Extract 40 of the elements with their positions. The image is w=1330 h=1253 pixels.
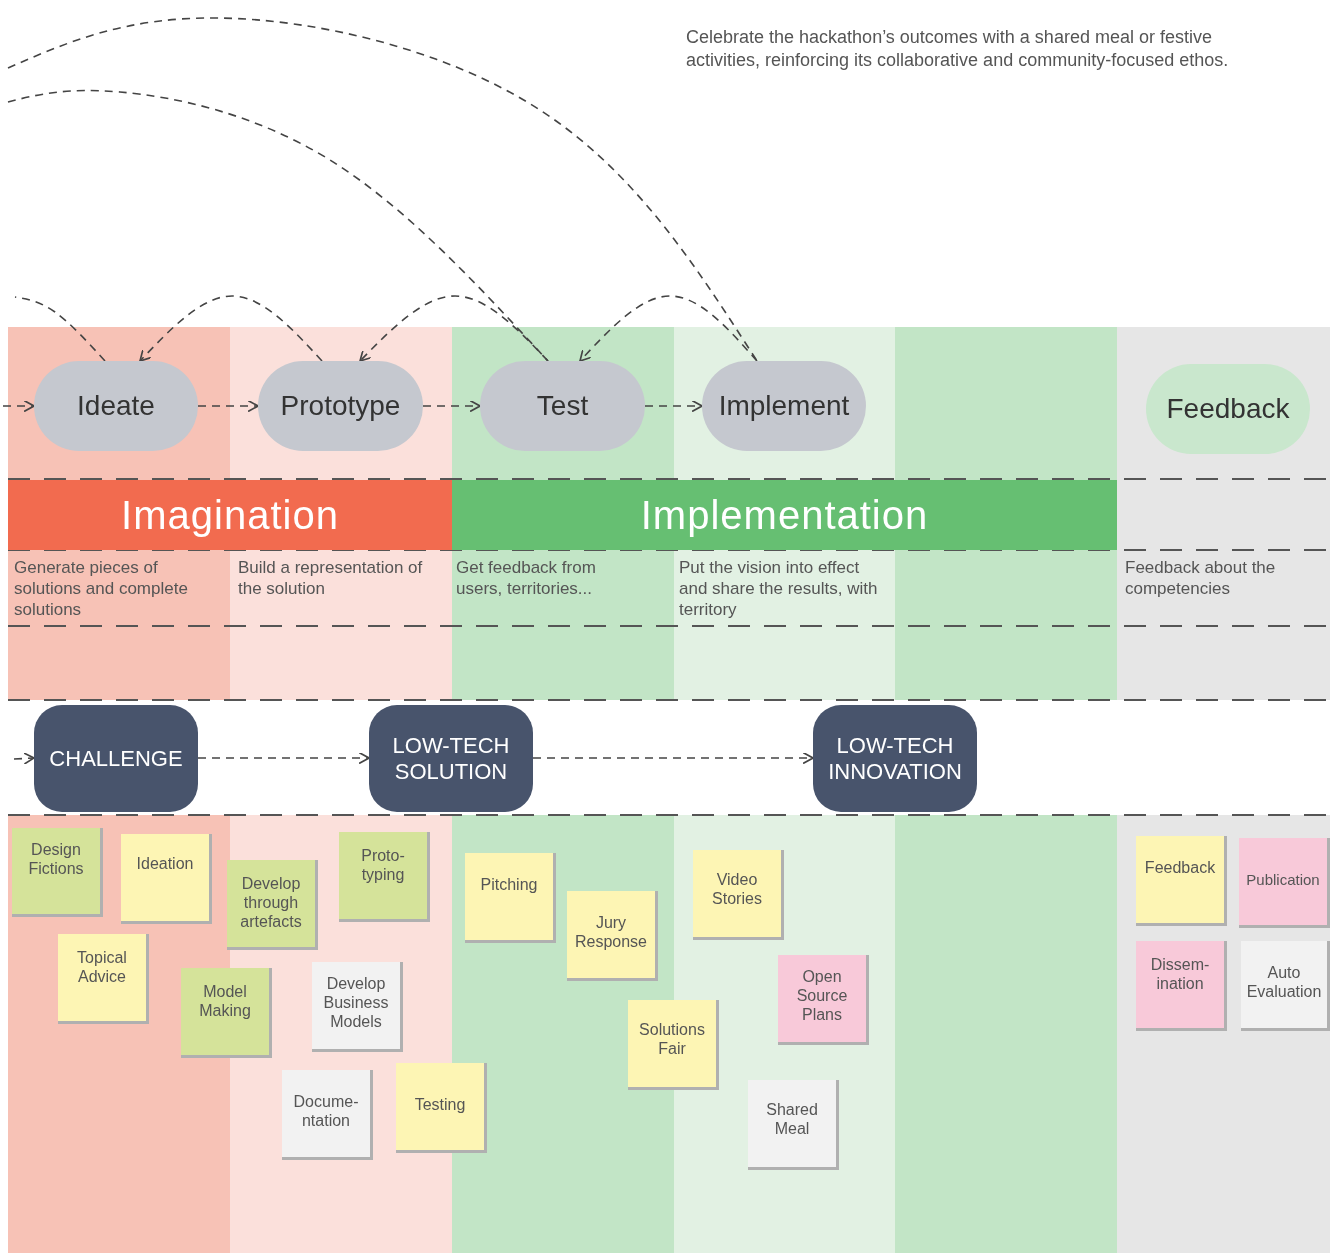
dashed-arrow — [422, 399, 481, 413]
sticky-note: Design Fictions — [12, 828, 103, 917]
sticky-note: Publication — [1239, 838, 1330, 928]
sticky-note: Jury Response — [567, 891, 658, 981]
sticky-note: Pitching — [465, 853, 556, 943]
sticky-note: Topical Advice — [58, 934, 149, 1024]
sticky-note: Docume- ntation — [282, 1070, 373, 1160]
note-text: Celebrate the hackathon’s outcomes with a shared meal or festive activities, reinforcing its collaborative and community-focused ethos. — [686, 26, 1230, 72]
dashed-arrow — [197, 751, 370, 765]
dashed-arrow — [13, 752, 35, 765]
sticky-note: Proto- typing — [339, 832, 430, 922]
dashed-arrow — [644, 399, 703, 413]
dashed-arrow — [197, 399, 259, 413]
milestone-box: CHALLENGE — [34, 705, 198, 812]
dashed-arrow — [579, 295, 758, 362]
dashed-arrow — [359, 295, 549, 362]
phase-band: Implementation — [452, 480, 1117, 550]
milestone-box: LOW-TECH SOLUTION — [369, 705, 533, 812]
sticky-note: Ideation — [121, 834, 212, 924]
stage-description: Put the vision into effect and share the results, with territory — [679, 557, 879, 620]
sticky-note: Feedback — [1136, 836, 1227, 926]
stage-description: Feedback about the competencies — [1125, 557, 1277, 599]
sticky-note: Develop through artefacts — [227, 860, 318, 950]
stage-description: Get feedback from users, territories... — [456, 557, 597, 599]
sticky-note: Solutions Fair — [628, 1000, 719, 1090]
stage-description: Build a representation of the solution — [238, 557, 424, 599]
sticky-note: Auto Evaluation — [1241, 941, 1330, 1031]
sticky-note: Dissem- ination — [1136, 941, 1227, 1031]
sticky-note: Open Source Plans — [778, 955, 869, 1045]
stage-description: Generate pieces of solutions and complete solutions — [14, 557, 189, 620]
sticky-note: Develop Business Models — [312, 962, 403, 1052]
dashed-arrow — [2, 399, 35, 413]
dashed-arrow — [139, 295, 323, 362]
sticky-note: Video Stories — [693, 850, 784, 940]
milestone-box: LOW-TECH INNOVATION — [813, 705, 977, 812]
sticky-note: Shared Meal — [748, 1080, 839, 1170]
phase-band: Imagination — [8, 480, 452, 550]
sticky-note: Model Making — [181, 968, 272, 1058]
sticky-note: Testing — [396, 1063, 487, 1153]
dashed-arrow — [532, 751, 814, 765]
